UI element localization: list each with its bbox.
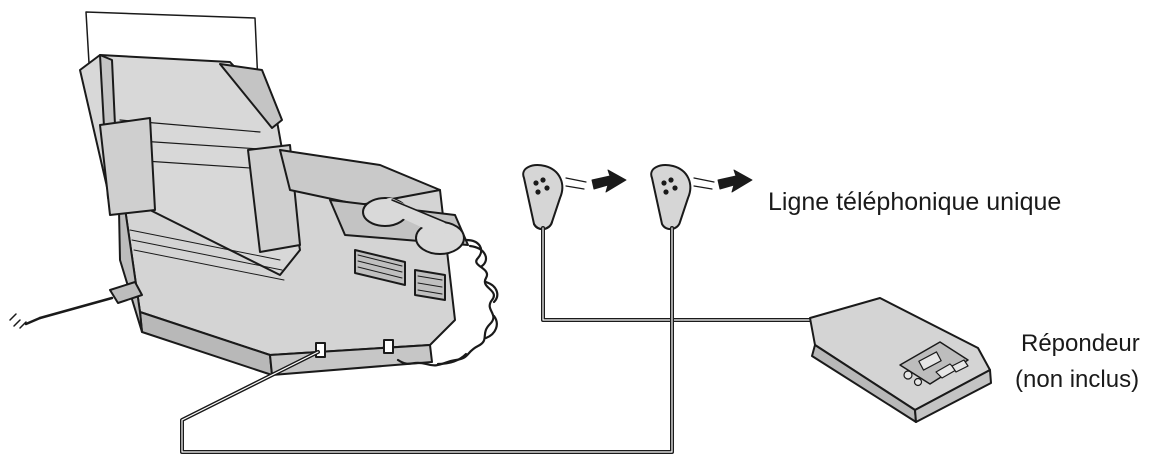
wire-plug1-to-answering-machine <box>541 226 817 322</box>
power-cord-icon <box>9 281 143 329</box>
answering-machine-icon <box>809 297 992 423</box>
answering-machine-note: (non inclus) <box>1015 366 1140 393</box>
arrow-right-icon <box>591 169 627 193</box>
handset-icon <box>329 197 469 255</box>
answering-machine-label: Répondeur <box>1021 330 1140 357</box>
phone-plug-icon <box>522 164 587 230</box>
phone-line-label: Ligne téléphonique unique <box>768 188 1062 216</box>
fax-machine-icon <box>79 11 469 376</box>
coiled-cord-icon <box>396 238 499 367</box>
phone-plug-icon <box>650 164 715 230</box>
arrow-right-icon <box>717 169 753 193</box>
